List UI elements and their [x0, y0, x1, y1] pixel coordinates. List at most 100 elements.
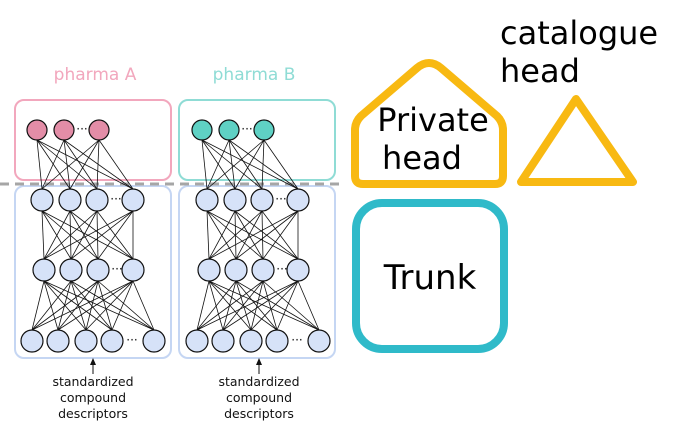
- pharma-a-edge-head-2-to-hidden-2-2: [96, 139, 100, 190]
- pharma-b-edge-head-1-to-hidden-2-2: [228, 139, 263, 190]
- pharma-b-edge-head-2-to-hidden-2-0: [206, 139, 265, 190]
- pharma-b-edge-head-0-to-hidden-2-1: [201, 139, 236, 190]
- pharma-a-edge-head-1-to-hidden-2-2: [63, 139, 98, 190]
- pharma-a-input-neuron-0: [20, 329, 44, 353]
- pharma-b-edge-hidden-1-3-to-input-3: [276, 280, 299, 331]
- pharma-b-descriptor-label-line-1: standardized: [218, 374, 299, 389]
- pharma-b-descriptor-label-line-2: compound: [226, 390, 292, 405]
- pharma-a-edge-hidden-2-0-to-hidden-1-3: [41, 210, 134, 260]
- pharma-a-edge-hidden-2-2-to-hidden-1-1: [70, 210, 98, 260]
- pharma-a-edge-hidden-2-0-to-hidden-1-0: [41, 210, 45, 260]
- pharma-b-head-neuron-1: [218, 119, 240, 141]
- pharma-b-hidden-1-neuron-1: [224, 258, 248, 282]
- pharma-b-edge-hidden-2-1-to-hidden-1-0: [208, 210, 236, 260]
- pharma-b-input-neuron-2: [239, 329, 263, 353]
- trunk-shape: [352, 199, 508, 353]
- pharma-a-edge-head-2-to-hidden-2-1: [69, 139, 100, 190]
- pharma-b-hidden-1-neuron-2: [251, 258, 275, 282]
- pharma-a-edge-hidden-1-1-to-input-0: [31, 280, 72, 331]
- pharma-b-edge-hidden-1-2-to-input-1: [222, 280, 264, 331]
- pharma-b-input-ellipsis: ···: [291, 333, 302, 347]
- pharma-b-edge-hidden-1-1-to-input-0: [196, 280, 237, 331]
- pharma-b-edge-hidden-2-2-to-hidden-1-1: [235, 210, 263, 260]
- pharma-b-input-neuron-3: [265, 329, 289, 353]
- pharma-b-edge-hidden-1-0-to-input-0: [196, 280, 210, 331]
- pharma-a-head-neuron-1: [53, 119, 75, 141]
- pharma-a-edge-head-1-to-hidden-2-1: [63, 139, 71, 190]
- pharma-a-hidden-2-neuron-3: [121, 188, 145, 212]
- pharma-b-hidden-1-neuron-0: [197, 258, 221, 282]
- pharma-a-head-ellipsis: ···: [76, 122, 87, 136]
- pharma-a-edge-head-1-to-hidden-2-0: [41, 139, 65, 190]
- pharma-b-hidden-1-neuron-3: [286, 258, 310, 282]
- pharma-b-head-box: [178, 99, 336, 181]
- pharma-b-edge-hidden-1-1-to-input-4: [235, 280, 320, 331]
- pharma-b-edge-hidden-2-0-to-hidden-1-0: [206, 210, 210, 260]
- pharma-b-edge-head-1-to-hidden-2-1: [228, 139, 236, 190]
- pharma-a-hidden-1-neuron-2: [86, 258, 110, 282]
- pharma-a-hidden-2-neuron-0: [30, 188, 54, 212]
- pharma-a-edge-hidden-1-2-to-input-4: [97, 280, 155, 331]
- pharma-a-edge-hidden-1-3-to-input-2: [85, 280, 134, 331]
- pharma-b-edge-head-1-to-hidden-2-3: [228, 139, 299, 190]
- pharma-b-edge-hidden-1-1-to-input-3: [235, 280, 278, 331]
- pharma-b-edge-hidden-1-3-to-input-1: [222, 280, 299, 331]
- pharma-a-edge-hidden-1-2-to-input-0: [31, 280, 99, 331]
- trunk-label: Trunk: [383, 258, 477, 298]
- pharma-b-edge-hidden-2-0-to-hidden-1-1: [206, 210, 237, 260]
- pharma-b-hidden-2-neuron-0: [195, 188, 219, 212]
- pharma-b-edge-hidden-1-3-to-input-0: [196, 280, 299, 331]
- pharma-a-descriptor-arrow: [90, 358, 96, 374]
- pharma-a-edge-hidden-2-2-to-hidden-1-0: [43, 210, 98, 260]
- pharma-a-input-neuron-3: [100, 329, 124, 353]
- pharma-a-edge-hidden-2-1-to-hidden-1-0: [43, 210, 71, 260]
- pharma-a-input-neuron-2: [74, 329, 98, 353]
- pharma-a-edge-hidden-2-3-to-hidden-1-1: [70, 210, 134, 260]
- pharma-a-hidden-2-neuron-2: [85, 188, 109, 212]
- pharma-a-connections: [31, 139, 155, 331]
- pharma-b-head-neuron-0: [191, 119, 213, 141]
- pharma-a-hidden-2-neuron-1: [58, 188, 82, 212]
- pharma-a-edge-head-0-to-hidden-2-1: [36, 139, 71, 190]
- catalogue-head-label-line-2: head: [500, 52, 580, 90]
- pharma-b-edge-hidden-1-2-to-input-3: [262, 280, 278, 331]
- pharma-a-edge-hidden-2-3-to-hidden-1-2: [97, 210, 134, 260]
- pharma-a-edge-hidden-1-3-to-input-4: [132, 280, 155, 331]
- pharma-a-head-neuron-0: [26, 119, 48, 141]
- pharma-b-edge-hidden-1-0-to-input-4: [208, 280, 320, 331]
- pharma-a-edge-hidden-1-1-to-input-4: [70, 280, 155, 331]
- pharma-a-hidden-1-ellipsis: ···: [111, 262, 122, 276]
- pharma-b-edge-hidden-2-2-to-hidden-1-0: [208, 210, 263, 260]
- pharma-a-hidden-2-ellipsis: ···: [110, 192, 121, 206]
- pharma-b-hidden-2-neuron-3: [286, 188, 310, 212]
- pharma-a-input-ellipsis: ···: [126, 333, 137, 347]
- pharma-b-descriptor-label-line-3: descriptors: [224, 406, 294, 421]
- pharma-a-head-neuron-2: [88, 119, 110, 141]
- pharma-b-head-ellipsis: ···: [241, 122, 252, 136]
- pharma-b-trunk-box: [178, 185, 336, 359]
- pharma-a-neurons: ··· ··· ··· ···: [20, 119, 166, 353]
- pharma-b-input-neuron-1: [211, 329, 235, 353]
- pharma-b-input-neuron-4: [307, 329, 331, 353]
- pharma-a-edge-head-1-to-hidden-2-3: [63, 139, 134, 190]
- pharma-b-edge-hidden-1-3-to-input-4: [297, 280, 320, 331]
- pharma-a-edge-hidden-1-2-to-input-2: [85, 280, 99, 331]
- pharma-a-edge-hidden-1-2-to-input-1: [57, 280, 99, 331]
- pharma-b-neurons: ············: [185, 119, 331, 353]
- pharma-a-edge-head-0-to-hidden-2-3: [36, 139, 134, 190]
- pharma-a-hidden-1-neuron-0: [32, 258, 56, 282]
- pharma-b-edge-head-2-to-hidden-2-1: [234, 139, 265, 190]
- pharma-b-edge-hidden-2-0-to-hidden-1-3: [206, 210, 299, 260]
- pharma-b-hidden-2-ellipsis: ···: [275, 192, 286, 206]
- pharma-a-edge-hidden-1-3-to-input-1: [57, 280, 134, 331]
- pharma-b-edge-hidden-2-3-to-hidden-1-1: [235, 210, 299, 260]
- pharma-a-edge-hidden-1-0-to-input-4: [43, 280, 155, 331]
- pharma-b-edge-hidden-2-3-to-hidden-1-2: [262, 210, 299, 260]
- pharma-a-edge-head-2-to-hidden-2-0: [41, 139, 100, 190]
- pharma-a-edge-hidden-1-0-to-input-0: [31, 280, 45, 331]
- pharma-b-input-neuron-0: [185, 329, 209, 353]
- pharma-a-edge-hidden-1-3-to-input-0: [31, 280, 134, 331]
- pharma-b-head-neuron-2: [253, 119, 275, 141]
- catalogue-head-shape: [517, 95, 637, 186]
